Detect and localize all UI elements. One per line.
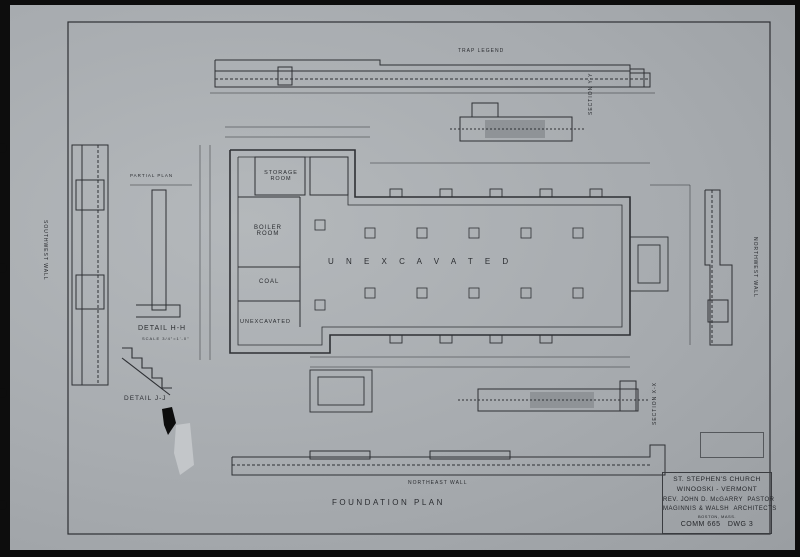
drawing-number: DWG 3: [727, 521, 754, 528]
pastor-line: REV. JOHN D. McGARRY PASTOR: [663, 497, 775, 503]
pastor-name: REV. JOHN D. McGARRY: [663, 497, 744, 503]
torn-mark: [162, 407, 176, 435]
top-label: TRAP LEGEND: [458, 48, 505, 54]
boiler-room-label: BOILER ROOM: [253, 225, 282, 237]
blueprint-sheet: TRAP LEGEND STORAGE ROOM BOILER ROOM COA…: [10, 5, 795, 550]
foundation-plan-drawing: [67, 21, 771, 535]
detail-hh-scale: SCALE 3/4"=1'-0": [142, 336, 190, 341]
storage-room-label: STORAGE ROOM: [264, 170, 298, 182]
architects-name: MAGINNIS & WALSH: [663, 506, 730, 512]
binder-hole: [0, 500, 7, 510]
detail-j-j-drawing: [121, 347, 172, 396]
coal-label: COAL: [259, 279, 280, 285]
section-y-y-drawing: [450, 102, 585, 142]
top-wall-elevation: [210, 59, 655, 94]
comm-number: COMM 665: [680, 521, 721, 528]
binder-hole: [0, 388, 7, 398]
torn-patch: [174, 423, 194, 475]
northwest-wall-elevation: [704, 189, 733, 346]
partial-plan-label: PARTIAL PLAN: [130, 173, 174, 178]
northwest-wall-label: NORTHWEST WALL: [752, 237, 758, 298]
section-yy-label: SECTION Y-Y: [588, 72, 594, 115]
unexcavated-small-label: UNEXCAVATED: [240, 319, 292, 325]
drawing-numbers: COMM 665 DWG 3: [663, 521, 771, 528]
architects-role: ARCHITECTS: [733, 506, 777, 512]
porch-foundation: [309, 369, 373, 413]
buttresses: [389, 188, 603, 344]
architects-city: BOSTON, MASS.: [698, 514, 736, 519]
architects-line: MAGINNIS & WALSH ARCHITECTS: [663, 506, 776, 512]
northeast-wall-elevation: [231, 444, 666, 476]
church-name: ST. STEPHEN'S CHURCH: [673, 476, 761, 483]
detail-hh-label: DETAIL H-H: [138, 325, 187, 332]
east-entrance: [629, 236, 669, 292]
unexcavated-main-label: U N E X C A V A T E D: [328, 257, 514, 266]
southwest-wall-elevation: [71, 144, 109, 386]
section-xx-label: SECTION X-X: [652, 382, 658, 425]
plan-title: FOUNDATION PLAN: [332, 498, 445, 507]
church-location: WINOOSKI - VERMONT: [676, 486, 758, 493]
pier-grid: [314, 219, 584, 311]
detail-h-h-drawing: [130, 184, 192, 318]
border-frame: [67, 21, 771, 535]
title-block: ST. STEPHEN'S CHURCH WINOOSKI - VERMONT …: [662, 472, 776, 534]
detail-jj-label: DETAIL J-J: [124, 395, 167, 402]
room-partitions: [238, 156, 349, 327]
binder-hole: [0, 263, 7, 273]
binder-hole: [0, 143, 7, 153]
dimension-lines: [199, 126, 691, 368]
approval-stamp: [700, 432, 764, 458]
northeast-wall-label: NORTHEAST WALL: [408, 480, 468, 486]
pastor-role: PASTOR: [747, 497, 775, 503]
southwest-wall-label: SOUTHWEST WALL: [42, 220, 48, 281]
section-x-x-drawing: [458, 380, 650, 412]
